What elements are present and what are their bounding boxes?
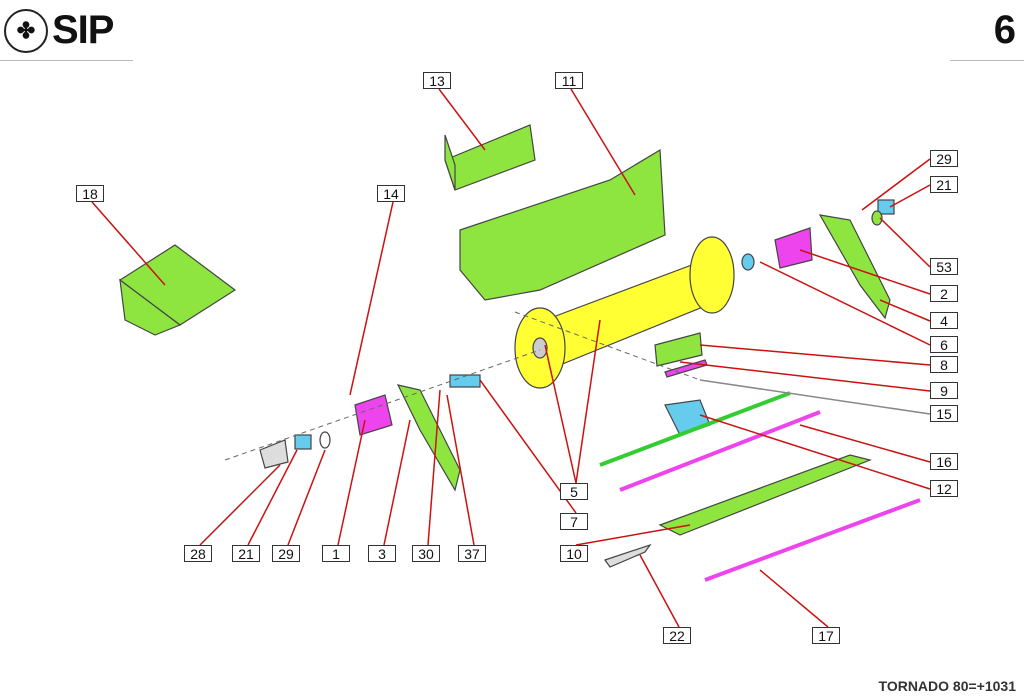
callout-7: 7 (560, 513, 588, 530)
sip-emblem-icon: ✤ (4, 8, 48, 53)
callout-3: 3 (368, 545, 396, 562)
callout-4: 4 (930, 312, 958, 329)
sip-logo: ✤ SIP (4, 8, 114, 53)
leader-line-29 (861, 158, 931, 211)
part-rod-green (599, 391, 791, 467)
callout-16: 16 (930, 453, 958, 470)
callout-6: 6 (930, 336, 958, 353)
leader-line-3 (383, 419, 411, 546)
leader-line-53 (879, 217, 931, 268)
callout-21: 21 (930, 176, 958, 193)
part-3-side-plate (396, 384, 461, 492)
callout-15: 15 (930, 405, 958, 422)
brand-name: SIP (52, 8, 114, 52)
part-8-plate (654, 332, 703, 367)
part-4-side-plate (818, 214, 891, 320)
callout-28: 28 (184, 545, 212, 562)
part-6-shaft-end (741, 253, 755, 271)
part-5-flange-right (689, 236, 735, 314)
part-29-ring-left (319, 431, 331, 449)
part-16-rod (619, 410, 821, 492)
leader-line-12 (699, 414, 931, 490)
leader-line-22 (639, 554, 680, 628)
leader-line-18 (91, 201, 166, 286)
callout-22: 22 (663, 627, 691, 644)
leader-line-37 (446, 394, 475, 546)
callout-5: 5 (560, 483, 588, 500)
leader-line-5 (544, 344, 577, 484)
leader-lines (91, 88, 931, 628)
leader-line-5 (575, 319, 601, 484)
leader-line-1 (337, 419, 366, 546)
part-18-side (119, 278, 182, 336)
leader-line-13 (438, 88, 486, 151)
header-divider (0, 60, 133, 61)
header-divider (950, 60, 1024, 61)
part-21-bushing-left (294, 434, 312, 450)
part-28-bearing (259, 439, 289, 469)
model-footer: TORNADO 80=+1031 (878, 678, 1016, 694)
part-10-panel (658, 454, 872, 536)
callout-53: 53 (930, 258, 958, 275)
callout-1: 1 (322, 545, 350, 562)
leader-line-17 (759, 569, 829, 628)
leader-line-21 (889, 184, 931, 208)
part-2-bearing-housing (774, 227, 813, 269)
callout-9: 9 (930, 382, 958, 399)
callout-13: 13 (423, 72, 451, 89)
callout-18: 18 (76, 185, 104, 202)
leader-line-15 (699, 379, 931, 415)
leader-line-28 (199, 464, 281, 546)
callout-12: 12 (930, 480, 958, 497)
leader-line-16 (799, 424, 931, 463)
leader-line-21 (247, 449, 298, 546)
part-17-rod (704, 498, 921, 582)
leader-line-6 (759, 261, 931, 346)
leader-line-11 (570, 88, 636, 196)
leader-line-29 (287, 449, 326, 546)
callout-21: 21 (232, 545, 260, 562)
leader-line-4 (879, 299, 931, 322)
part-21-bushing-right (877, 199, 895, 215)
callout-8: 8 (930, 356, 958, 373)
part-11-housing (459, 148, 666, 301)
part-53-ring (871, 210, 883, 226)
callout-30: 30 (412, 545, 440, 562)
leader-line-8 (699, 344, 931, 366)
callout-29: 29 (272, 545, 300, 562)
part-22-bracket (604, 543, 652, 568)
page-number: 6 (993, 8, 1016, 52)
callout-11: 11 (555, 72, 583, 89)
callout-29: 29 (930, 150, 958, 167)
callout-10: 10 (560, 545, 588, 562)
part-13-guard (444, 124, 536, 191)
callout-14: 14 (377, 185, 405, 202)
callout-17: 17 (812, 627, 840, 644)
leader-line-14 (349, 201, 394, 396)
leader-line-30 (427, 389, 441, 546)
leader-line-10 (575, 524, 691, 546)
leader-line-9 (679, 361, 931, 392)
callout-2: 2 (930, 285, 958, 302)
part-7-shaft (449, 374, 481, 388)
callout-37: 37 (458, 545, 486, 562)
leader-line-2 (799, 249, 931, 295)
part-1-bearing-housing (354, 394, 393, 436)
